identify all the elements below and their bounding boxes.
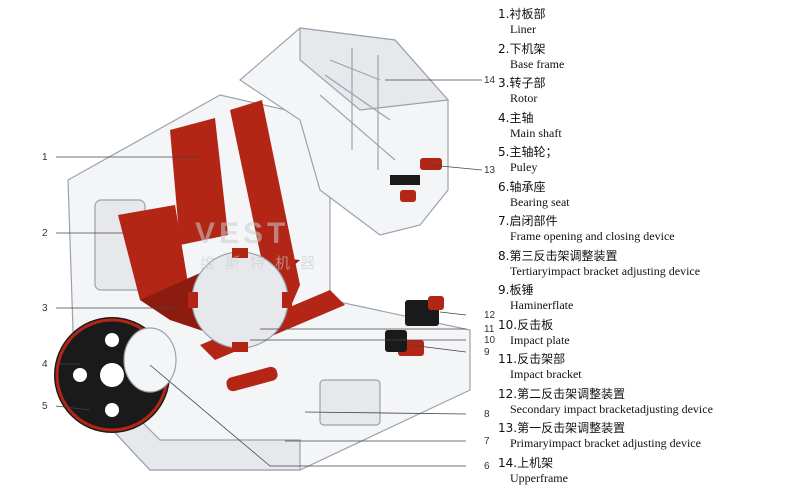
legend-item-bearing-seat: 6.轴承座 Bearing seat	[498, 179, 798, 214]
legend-en: Main shaft	[510, 125, 562, 140]
legend-zh: 13.第一反击架调整装置	[498, 421, 626, 435]
upper-frame-ribs	[319, 48, 396, 170]
legend-item-impact-bracket: 11.反击架部 Impact bracket	[498, 351, 798, 386]
callout-12: 12	[484, 310, 496, 321]
impact-plate-red	[230, 100, 300, 320]
legend-item-main-shaft: 4.主轴 Main shaft	[498, 110, 798, 145]
callout-5: 5	[42, 401, 48, 412]
legend-en: Impact plate	[510, 332, 570, 347]
liner-red-upper	[170, 118, 228, 245]
legend-zh: 9.板锤	[498, 283, 534, 297]
legend-en: Rotor	[510, 91, 538, 105]
legend-zh: 2.下机架	[498, 41, 546, 56]
legend-en: Bearing seat	[510, 194, 570, 209]
watermark-brand-zh: 维斯特机器	[200, 254, 325, 272]
legend-zh: 3.转子部	[498, 76, 546, 90]
legend-en: Primaryimpact bracket adjusting device	[510, 436, 701, 450]
legend-en: Impact bracket	[510, 367, 582, 381]
legend-zh: 14.上机架	[498, 455, 554, 470]
base-frame-slot	[319, 379, 381, 426]
legend-en: Frame opening and closing device	[510, 229, 675, 243]
legend-zh: 10.反击板	[498, 317, 554, 332]
legend-en: Puley	[510, 160, 538, 174]
legend-en: Liner	[510, 22, 536, 36]
callout-1: 1	[42, 152, 48, 163]
crusher-illustration: VEST 维斯特机器	[54, 27, 471, 471]
legend-en: Tertiaryimpact bracket adjusting device	[510, 263, 701, 278]
legend-zh: 7.启闭部件	[498, 214, 558, 228]
callout-3: 3	[42, 303, 48, 314]
callout-14: 14	[484, 75, 496, 86]
callout-10: 10	[484, 335, 496, 346]
callout-11: 11	[484, 324, 495, 335]
legend-zh: 6.轴承座	[498, 179, 546, 194]
legend-item-secondary-bracket: 12.第二反击架调整装置 Secondary impact bracketadj…	[498, 386, 798, 421]
legend-en: Secondary impact bracketadjusting device	[510, 401, 713, 416]
legend-zh: 12.第二反击架调整装置	[498, 386, 626, 401]
callout-6: 6	[484, 461, 490, 472]
leader-lines	[55, 79, 483, 467]
liner-red-left	[118, 205, 190, 300]
legend-item-impact-plate: 10.反击板 Impact plate	[498, 317, 798, 352]
callout-7: 7	[484, 436, 490, 447]
legend-item-pulley: 5.主轴轮； Puley	[498, 144, 798, 179]
callout-numbers: 1 2 3 4 5 14 13 12 11 10 9 8 7 6	[42, 75, 496, 472]
upper-frame-top	[299, 27, 450, 111]
watermark-brand: VEST	[195, 217, 289, 250]
legend-item-tertiary-bracket: 8.第三反击架调整装置 Tertiaryimpact bracket adjus…	[498, 248, 798, 283]
legend-zh: 1.衬板部	[498, 7, 546, 21]
legend-item-base-frame: 2.下机架 Base frame	[498, 41, 798, 76]
callout-13: 13	[484, 165, 496, 176]
parts-legend: 1.衬板部 Liner 2.下机架 Base frame 3.转子部 Rotor…	[498, 6, 798, 489]
legend-zh: 11.反击架部	[498, 352, 566, 366]
legend-item-opening-device: 7.启闭部件 Frame opening and closing device	[498, 213, 798, 248]
legend-en: Base frame	[510, 56, 565, 71]
legend-en: Haminerflate	[510, 298, 574, 312]
callout-2: 2	[42, 228, 48, 239]
callout-8: 8	[484, 409, 490, 420]
legend-zh: 4.主轴	[498, 110, 534, 125]
legend-item-upper-frame: 14.上机架 Upperframe	[498, 455, 798, 490]
legend-item-liner: 1.衬板部 Liner	[498, 6, 798, 41]
legend-en: Upperframe	[510, 470, 568, 485]
legend-zh: 5.主轴轮；	[498, 145, 558, 159]
legend-zh: 8.第三反击架调整装置	[498, 248, 618, 263]
rotor-hammers	[188, 248, 292, 352]
callout-4: 4	[42, 359, 48, 370]
legend-item-rotor: 3.转子部 Rotor	[498, 75, 798, 110]
legend-item-hammer-plate: 9.板锤 Haminerflate	[498, 282, 798, 317]
bearing-seat	[123, 327, 177, 393]
callout-9: 9	[484, 347, 490, 358]
adjusting-devices	[226, 158, 444, 392]
legend-item-primary-bracket: 13.第一反击架调整装置 Primaryimpact bracket adjus…	[498, 420, 798, 455]
